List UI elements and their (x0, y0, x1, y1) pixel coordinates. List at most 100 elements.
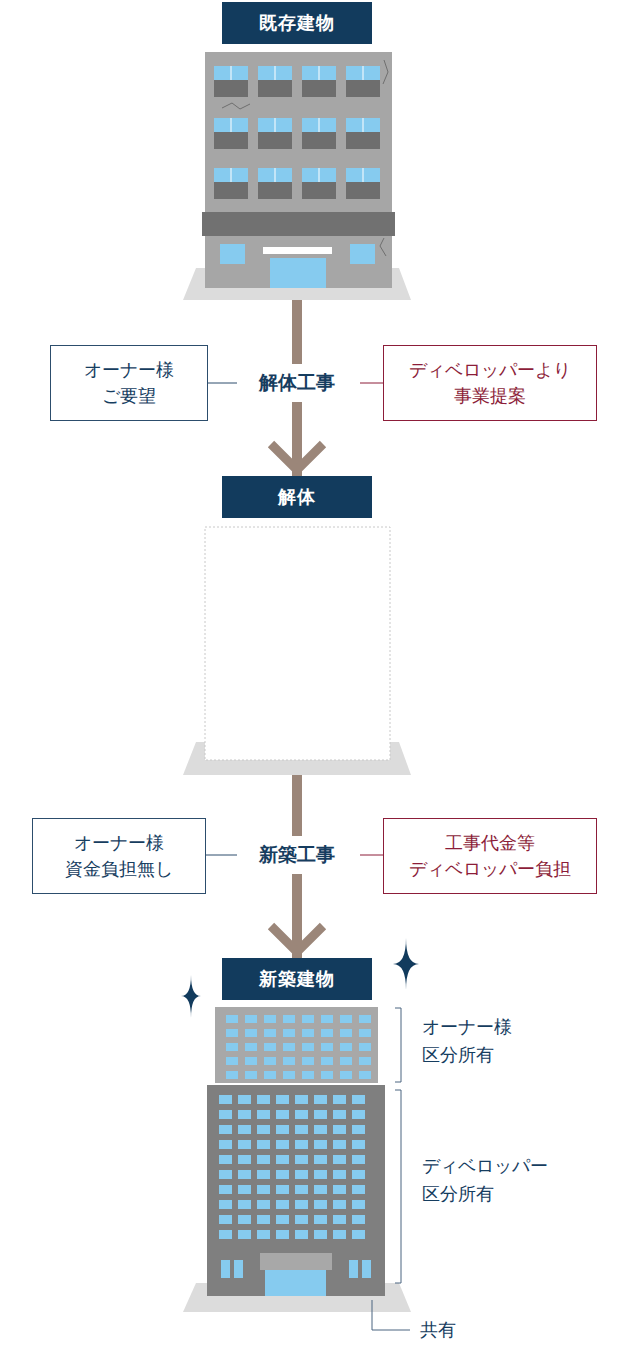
window (276, 1185, 289, 1194)
window (359, 1015, 371, 1023)
window (238, 1110, 251, 1119)
window (257, 1215, 270, 1224)
window-grid (226, 1015, 371, 1079)
leader-line (372, 1300, 410, 1330)
stage-tag: 新築建物 (222, 958, 372, 1000)
window (295, 1170, 308, 1179)
empty-lot (183, 514, 411, 775)
window (219, 1140, 232, 1149)
window (333, 1110, 346, 1119)
window (214, 118, 248, 132)
window (352, 1155, 365, 1164)
stage-tag: 解体 (222, 476, 372, 518)
balcony (346, 132, 380, 149)
window (314, 1200, 327, 1209)
window (257, 1095, 270, 1104)
leader-line (208, 383, 237, 384)
ownership-label: 共有 (420, 1316, 480, 1344)
mullion (363, 118, 364, 132)
window (276, 1140, 289, 1149)
window (359, 1043, 371, 1051)
mullion (363, 168, 364, 182)
window (258, 168, 292, 182)
window (349, 1260, 358, 1278)
bracket (395, 1008, 401, 1082)
window (245, 1071, 257, 1079)
window (321, 1043, 333, 1051)
window (295, 1125, 308, 1134)
window (321, 1057, 333, 1065)
window (352, 1125, 365, 1134)
window (321, 1015, 333, 1023)
window (333, 1170, 346, 1179)
developer-box: ディベロッパーより 事業提案 (383, 345, 597, 421)
mullion (319, 66, 320, 80)
ownership-label: オーナー様 区分所有 (422, 1013, 522, 1069)
window (264, 1071, 276, 1079)
window (221, 1260, 230, 1278)
window (333, 1185, 346, 1194)
leader-line (206, 855, 237, 856)
window (276, 1125, 289, 1134)
balcony (258, 132, 292, 149)
window (219, 1155, 232, 1164)
window (333, 1125, 346, 1134)
window (226, 1043, 238, 1051)
window (238, 1200, 251, 1209)
window (214, 168, 248, 182)
window (295, 1155, 308, 1164)
window (238, 1230, 251, 1239)
window (321, 1071, 333, 1079)
window (333, 1230, 346, 1239)
window (340, 1015, 352, 1023)
window (359, 1057, 371, 1065)
building-body (205, 52, 392, 288)
window (257, 1170, 270, 1179)
balcony (302, 182, 336, 199)
window (283, 1057, 295, 1065)
window (238, 1125, 251, 1134)
window (264, 1015, 276, 1023)
window (226, 1015, 238, 1023)
entrance-door (270, 258, 326, 288)
window (302, 118, 336, 132)
balcony (346, 80, 380, 97)
window (346, 118, 380, 132)
window (340, 1043, 352, 1051)
window (245, 1043, 257, 1051)
sparkle (181, 975, 201, 1018)
developer-box: 工事代金等 ディベロッパー負担 (383, 818, 597, 894)
sparkle (393, 938, 419, 990)
window (226, 1071, 238, 1079)
window (295, 1140, 308, 1149)
window (219, 1185, 232, 1194)
window (283, 1043, 295, 1051)
window (219, 1095, 232, 1104)
window (346, 66, 380, 80)
window (238, 1140, 251, 1149)
window (257, 1110, 270, 1119)
canopy (263, 247, 332, 254)
window (340, 1029, 352, 1037)
balcony (214, 182, 248, 199)
window (314, 1230, 327, 1239)
canopy (260, 1253, 332, 1270)
balcony (214, 132, 248, 149)
window (219, 1170, 232, 1179)
window (257, 1140, 270, 1149)
window (283, 1015, 295, 1023)
window (333, 1095, 346, 1104)
balcony (258, 80, 292, 97)
window (321, 1029, 333, 1037)
window (264, 1057, 276, 1065)
node-text: 解体 (278, 485, 316, 509)
ownership-label: ディベロッパー 区分所有 (422, 1152, 562, 1208)
window (238, 1185, 251, 1194)
window (264, 1029, 276, 1037)
window (314, 1185, 327, 1194)
window (238, 1215, 251, 1224)
window (352, 1110, 365, 1119)
window (359, 1029, 371, 1037)
window (283, 1071, 295, 1079)
